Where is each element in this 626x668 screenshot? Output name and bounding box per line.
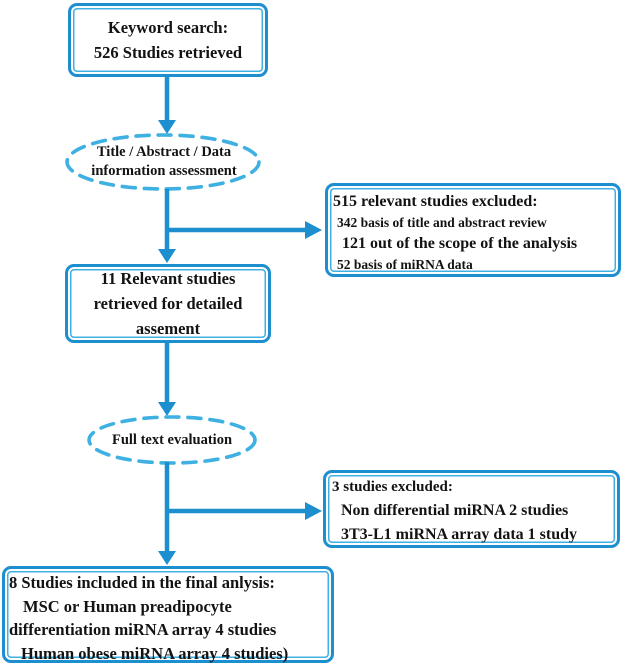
keyword-search-line1: Keyword search: <box>107 18 229 37</box>
assessment-line2: information assessment <box>91 163 237 179</box>
assessment-line1: Title / Abstract / Data <box>96 144 232 160</box>
arrow-relevant11-to-fulltext <box>158 343 176 416</box>
included8-line2: MSC or Human preadipocyte <box>23 596 232 616</box>
node-relevant-11: 11 Relevant studies retrieved for detail… <box>65 264 271 343</box>
keyword-search-line2: 526 Studies retrieved <box>93 43 243 62</box>
full-text-label: Full text evaluation <box>111 431 233 448</box>
arrow-keyword-to-assessment <box>158 77 176 134</box>
included8-line1: 8 Studies included in the final anlysis: <box>9 573 275 592</box>
arrow-branch-to-excluded3 <box>165 502 322 520</box>
relevant11-line3: assement <box>135 319 201 338</box>
excluded515-item1: 342 basis of title and abstract review <box>337 215 547 230</box>
excluded515-title: 515 relevant studies excluded: <box>333 193 538 210</box>
relevant11-line1: 11 Relevant studies <box>100 269 236 288</box>
excluded515-item2: 121 out of the scope of the analysis <box>342 235 578 252</box>
excluded3-title: 3 studies excluded: <box>332 479 453 495</box>
relevant11-line2: retrieved for detailed <box>93 294 243 313</box>
node-excluded-3: 3 studies excluded: Non differential miR… <box>323 470 620 548</box>
excluded515-item3: 52 basis of miRNA data <box>337 257 473 272</box>
included8-line3: differentiation miRNA array 4 studies <box>9 620 277 639</box>
arrow-branch-to-excluded515 <box>165 221 322 239</box>
excluded3-item2: 3T3-L1 miRNA array data 1 study <box>341 526 578 543</box>
arrow-assessment-to-relevant11 <box>158 189 176 263</box>
node-keyword-search: Keyword search: 526 Studies retrieved <box>68 3 268 77</box>
node-included-8: 8 Studies included in the final anlysis:… <box>2 566 334 663</box>
node-assessment-stage: Title / Abstract / Data information asse… <box>76 138 252 186</box>
excluded3-item1: Non differential miRNA 2 studies <box>341 502 569 519</box>
arrow-fulltext-to-included8 <box>158 462 176 565</box>
included8-line4: Human obese miRNA array 4 studies) <box>21 643 289 663</box>
node-excluded-515: 515 relevant studies excluded: 342 basis… <box>325 183 621 277</box>
node-full-text-evaluation: Full text evaluation <box>96 424 248 456</box>
